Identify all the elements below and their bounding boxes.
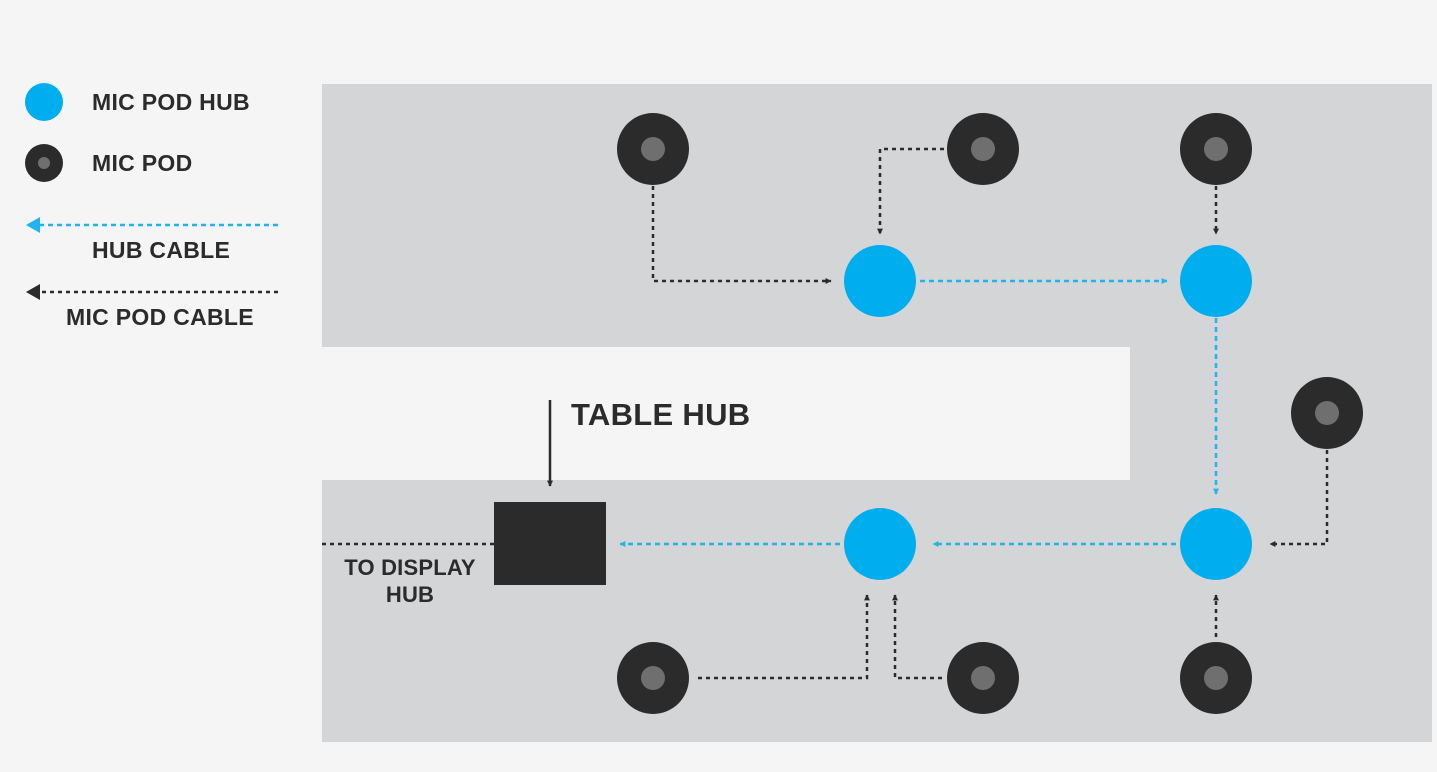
mic-pod-hub [1180,245,1252,317]
conference-table [322,84,1432,742]
mic-pod [1291,377,1363,449]
legend-mic-pod-cable-label: MIC POD CABLE [66,304,254,330]
to-display-hub-label-line1: TO DISPLAY [344,555,476,580]
mic-pod [1180,642,1252,714]
legend: MIC POD HUB MIC POD HUB CABLE MIC POD CA… [25,83,278,330]
legend-mic-pod-hub-label: MIC POD HUB [92,89,250,115]
mic-pod-cable [877,147,944,235]
hub-cables [619,278,1219,547]
legend-mic-pod-label: MIC POD [92,150,193,176]
mic-pod-cable [1269,450,1329,547]
mic-pod-hub [1180,508,1252,580]
legend-pod-icon [25,144,63,182]
mic-pod-hub [844,508,916,580]
legend-hub-cable-arrowhead [26,217,40,233]
legend-hub-icon [25,83,63,121]
mic-pod-cable [698,594,870,680]
mic-pod-cables [322,147,1329,680]
legend-hub-cable-label: HUB CABLE [92,237,230,263]
mic-pod [617,113,689,185]
mic-pods [617,113,1363,714]
mic-pod [617,642,689,714]
mic-pod-hub [844,245,916,317]
mic-pod [947,642,1019,714]
table-hub [494,502,606,585]
mic-pod [947,113,1019,185]
legend-mic-pod-cable-arrowhead [26,284,40,300]
to-display-hub-label-line2: HUB [386,582,434,607]
mic-pod [1180,113,1252,185]
table-hub-label: TABLE HUB [571,397,751,432]
mic-pod-hubs [844,245,1252,580]
